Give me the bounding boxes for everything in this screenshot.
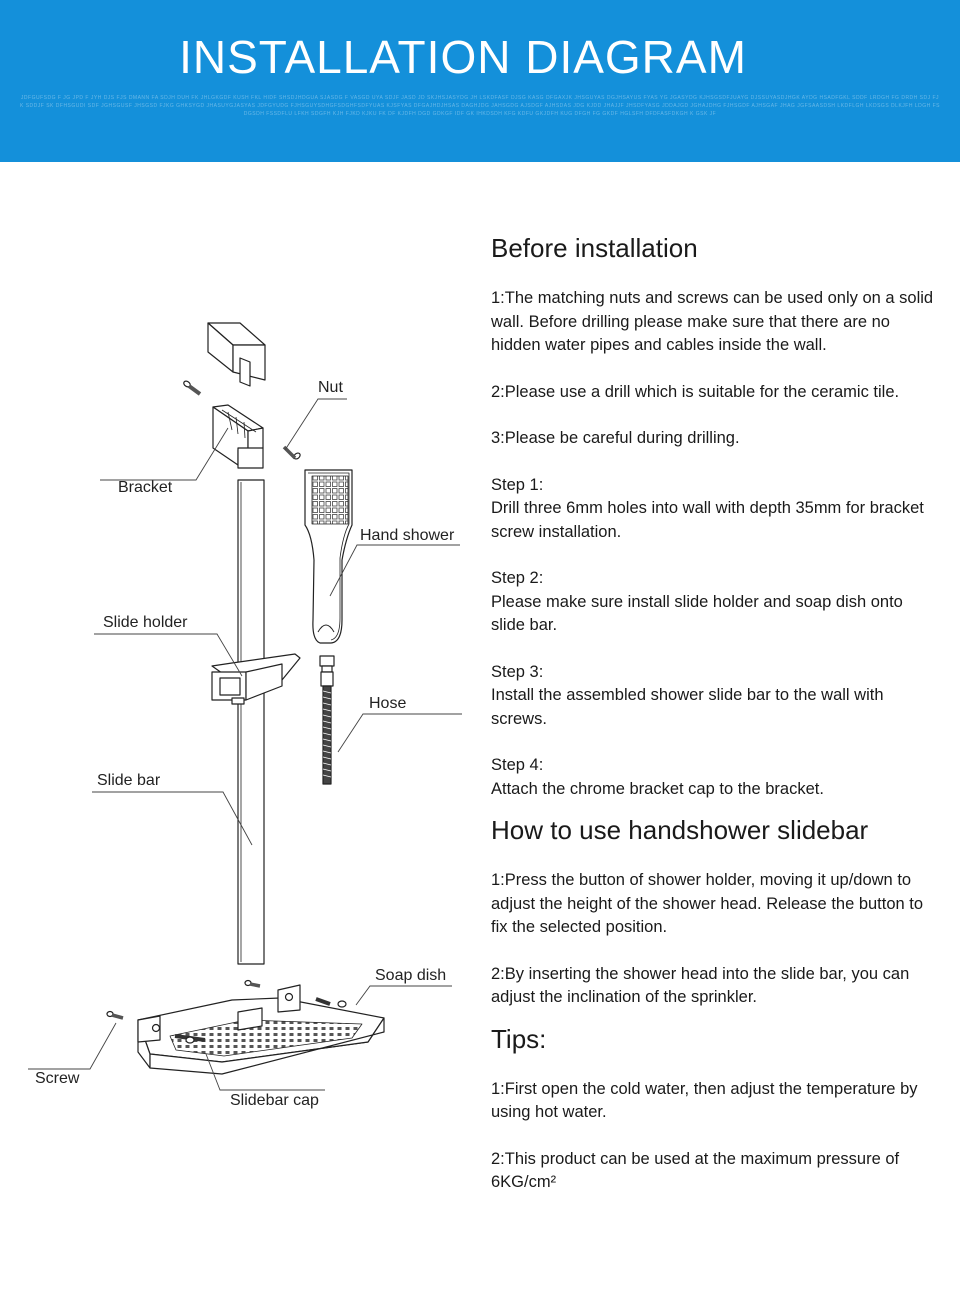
- before-paragraph-2: 2:Please use a drill which is suitable f…: [491, 382, 900, 401]
- page-title: INSTALLATION DIAGRAM: [179, 31, 747, 83]
- step-3-title: Step 3:: [491, 662, 544, 681]
- tips-paragraph-2: 2:This product can be used at the maximu…: [491, 1149, 900, 1192]
- step-4-text: Attach the chrome bracket cap to the bra…: [491, 779, 824, 798]
- label-slidebar-cap: Slidebar cap: [230, 1092, 319, 1109]
- howto-paragraph-1: 1:Press the button of shower holder, mov…: [491, 871, 924, 936]
- tips-heading: Tips:: [491, 1023, 547, 1054]
- label-nut: Nut: [318, 379, 343, 396]
- before-paragraph-1: 1:The matching nuts and screws can be us…: [491, 289, 934, 354]
- before-paragraph-3: 3:Please be careful during drilling.: [491, 429, 740, 447]
- header-banner: INSTALLATION DIAGRAM JDFGUFSDG F JG JPD …: [0, 0, 960, 162]
- howto-paragraph-2: 2:By inserting the shower head into the …: [491, 964, 910, 1007]
- hand-shower-part: [304, 469, 353, 644]
- bracket-cap-part: [207, 322, 266, 387]
- bracket-screw-part: [183, 380, 202, 396]
- installation-diagram: Nut Bracket Hand shower Slide holder Hos…: [0, 162, 480, 1162]
- how-to-use-heading: How to use handshower slidebar: [491, 815, 869, 845]
- label-soap-dish: Soap dish: [375, 967, 447, 984]
- label-slide-holder: Slide holder: [103, 614, 188, 631]
- step-1-title: Step 1:: [491, 475, 544, 494]
- cap-screw-part: [244, 979, 261, 988]
- label-hose: Hose: [369, 695, 407, 712]
- slide-holder-part: [211, 653, 301, 705]
- banner-fine-print: JDFGUFSDG F JG JPD F JYH DJS FJS DMANN F…: [20, 95, 940, 117]
- slide-bar-part: [237, 479, 265, 965]
- tips-paragraph-1: 1:First open the cold water, then adjust…: [491, 1079, 918, 1122]
- diagram-drawing: [28, 322, 462, 1091]
- bracket-part: [212, 404, 264, 469]
- nut-screw-part: [282, 445, 301, 460]
- step-2-text: Please make sure install slide holder an…: [491, 592, 903, 635]
- screw-part: [106, 1010, 124, 1020]
- soap-dish-screw-part: [315, 997, 347, 1008]
- instructions-column: Before installation 1:The matching nuts …: [491, 232, 941, 1195]
- step-3-text: Install the assembled shower slide bar t…: [491, 686, 884, 728]
- label-bracket: Bracket: [118, 479, 173, 496]
- hose-part: [319, 655, 335, 785]
- label-screw: Screw: [35, 1070, 80, 1087]
- soap-dish-part: [137, 984, 385, 1075]
- before-installation-heading: Before installation: [491, 233, 698, 263]
- label-hand-shower: Hand shower: [360, 527, 455, 544]
- step-4-title: Step 4:: [491, 756, 544, 774]
- label-slide-bar: Slide bar: [97, 772, 161, 789]
- step-1-text: Drill three 6mm holes into wall with dep…: [491, 499, 924, 541]
- step-2-title: Step 2:: [491, 569, 544, 587]
